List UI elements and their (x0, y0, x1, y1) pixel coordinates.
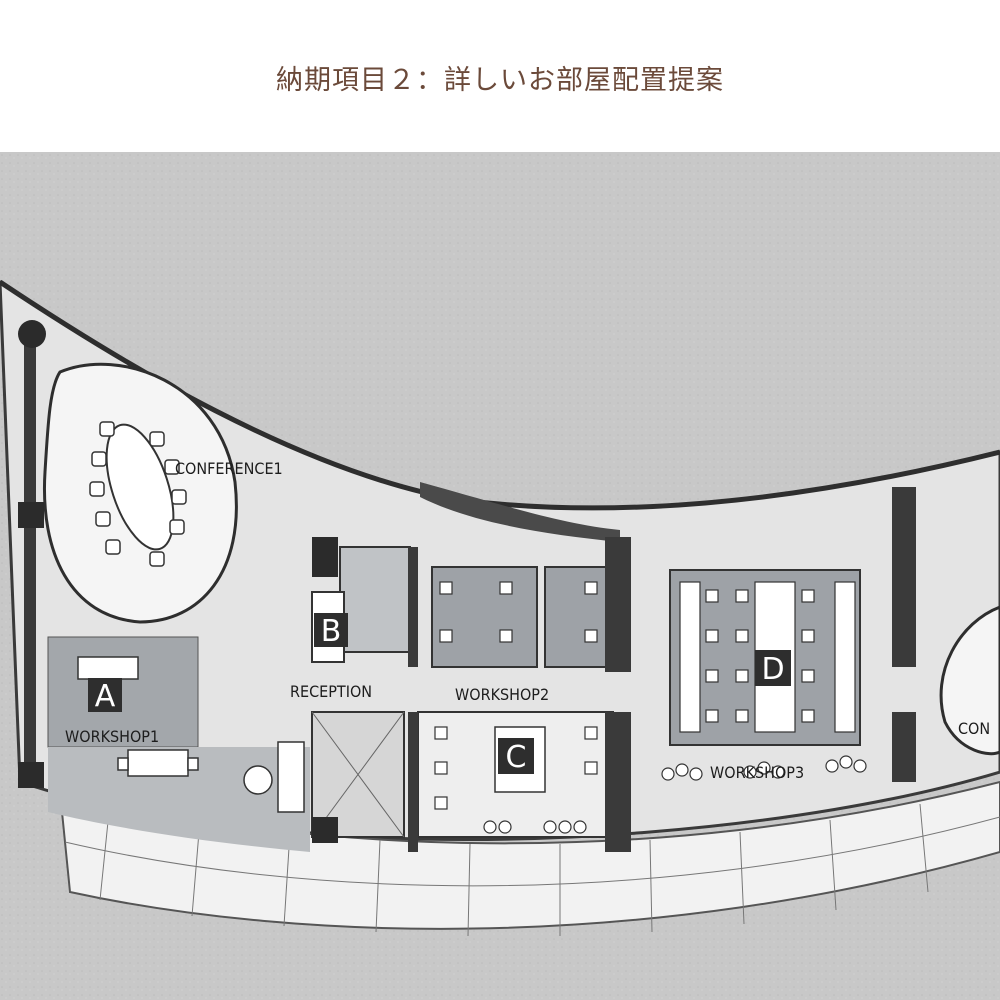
label-workshop1: WORKSHOP1 (65, 727, 159, 746)
window-mullions (64, 801, 1000, 937)
partition-wall (605, 537, 631, 672)
workshop-c-chairs (434, 726, 598, 834)
column (18, 502, 44, 528)
workshop1-zone (47, 636, 199, 748)
conference1-chairs (89, 421, 187, 567)
label-workshop2: WORKSHOP2 (455, 685, 549, 704)
workshop2-room-right (544, 566, 616, 668)
marker-b: B (321, 614, 342, 649)
partition-wall (892, 487, 916, 667)
lower-left-zone (48, 747, 310, 852)
marker-d-box (755, 650, 791, 686)
label-conference-partial: CON (958, 719, 990, 738)
floor-plan: CONFERENCE1 RECEPTION WORKSHOP1 WORKSHOP… (0, 152, 1000, 1000)
partition-wall (892, 712, 916, 782)
column (312, 817, 338, 843)
marker-a: A (95, 679, 116, 714)
marker-d: D (761, 652, 784, 687)
marker-c-box (498, 738, 534, 774)
partition-wall (408, 547, 418, 667)
label-reception: RECEPTION (290, 682, 372, 701)
partition-wall (605, 712, 631, 852)
conference2-room (939, 605, 1000, 756)
conference1-table (105, 423, 175, 551)
workshop1-furniture (77, 656, 305, 813)
marker-b-box (314, 613, 348, 647)
marker-a-box (88, 678, 122, 712)
reception-back-room (339, 546, 411, 653)
partition-wall (408, 712, 418, 852)
marker-c: C (506, 740, 527, 775)
corridor-wedge (420, 482, 620, 542)
workshop3-stools (661, 755, 867, 781)
column-round (18, 320, 46, 348)
left-wall (24, 332, 36, 772)
column (312, 537, 338, 577)
label-conference1: CONFERENCE1 (175, 459, 283, 478)
column (18, 762, 44, 788)
page-title: 納期項目２：詳しいお部屋配置提案 (276, 65, 724, 96)
workshop3-chairs (705, 589, 815, 723)
label-workshop3: WORKSHOP3 (710, 763, 804, 782)
workshop2-chairs (439, 581, 598, 643)
